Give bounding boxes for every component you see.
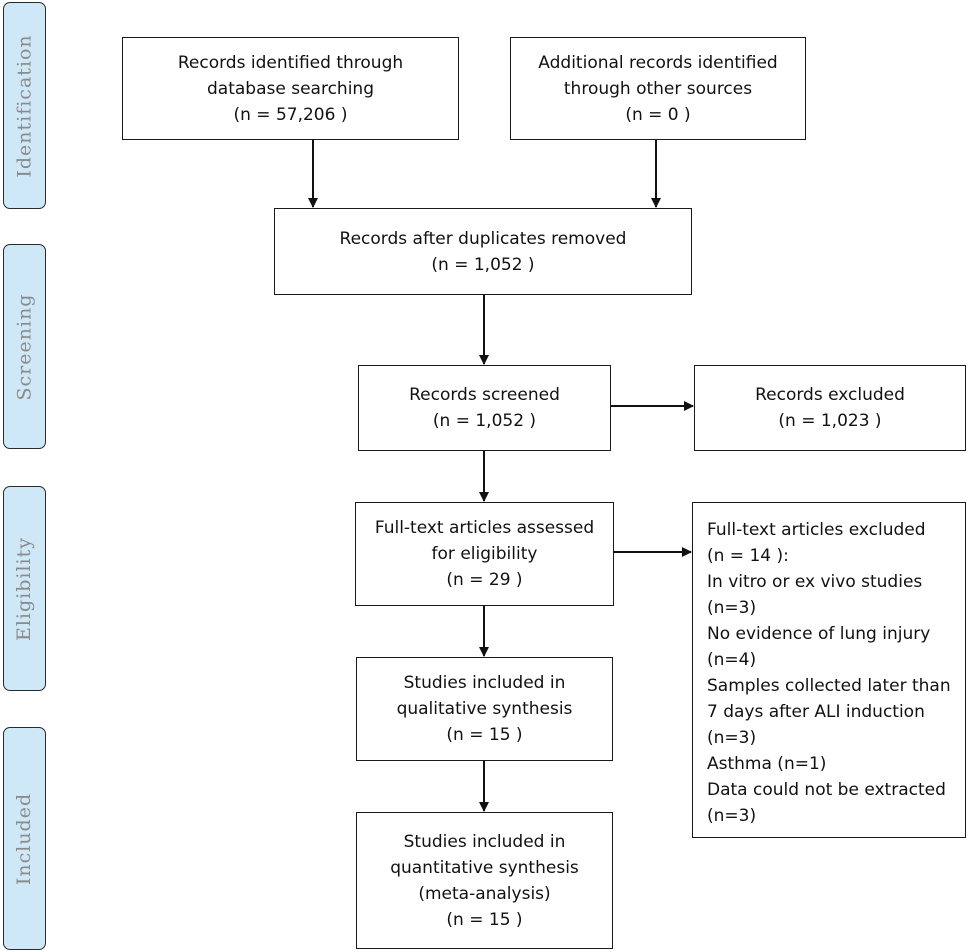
box-line: Studies included in xyxy=(403,673,566,693)
box-line: (n = 15 ) xyxy=(446,725,523,745)
box-line: (n = 57,206 ) xyxy=(233,104,348,125)
box-line: Records excluded xyxy=(755,385,905,405)
box-line: Full-text articles assessed xyxy=(374,518,595,538)
box-line: qualitative synthesis xyxy=(396,699,573,719)
box-line: database searching xyxy=(207,78,374,99)
records-screened-box: Records screened (n = 1,052 ) xyxy=(358,365,611,451)
box-line: Samples collected later than xyxy=(707,676,951,696)
box-line: (n = 29 ) xyxy=(446,570,523,590)
box-line: (n = 1,052 ) xyxy=(432,411,537,431)
box-line: Records after duplicates removed xyxy=(339,228,627,249)
phase-label-included: Included xyxy=(3,727,46,950)
box-line: Studies included in xyxy=(403,831,566,852)
phase-label-eligibility: Eligibility xyxy=(3,486,46,691)
box-line: (n=3) xyxy=(707,728,757,748)
box-line: (n = 1,023 ) xyxy=(778,411,882,431)
duplicates-removed-box: Records after duplicates removed (n = 1,… xyxy=(274,208,692,295)
phase-label-screening: Screening xyxy=(3,244,46,449)
box-line: (n = 14 ): xyxy=(707,546,789,566)
box-line: (n = 15 ) xyxy=(446,909,523,930)
box-line: Additional records identified xyxy=(538,52,778,73)
full-text-excluded-box: Full-text articles excluded (n = 14 ): I… xyxy=(692,502,966,838)
box-line: Records screened xyxy=(409,385,560,405)
box-line: No evidence of lung injury xyxy=(707,624,931,644)
qualitative-synthesis-box: Studies included in qualitative synthesi… xyxy=(356,657,613,761)
box-line: (n=3) xyxy=(707,806,757,826)
box-line: 7 days after ALI induction xyxy=(707,702,925,722)
box-line: Asthma (n=1) xyxy=(707,754,827,774)
records-other-sources-box: Additional records identified through ot… xyxy=(510,37,806,140)
box-line: (n = 0 ) xyxy=(625,104,691,125)
box-line: for eligibility xyxy=(431,544,538,564)
box-line: Records identified through xyxy=(177,52,404,73)
quantitative-synthesis-box: Studies included in quantitative synthes… xyxy=(356,812,613,949)
records-excluded-box: Records excluded (n = 1,023 ) xyxy=(694,365,966,451)
box-line: (n=3) xyxy=(707,598,757,618)
box-line: quantitative synthesis xyxy=(390,857,579,878)
box-line: through other sources xyxy=(563,78,753,99)
phase-label-identification: Identification xyxy=(3,2,46,209)
box-line: (n=4) xyxy=(707,650,757,670)
records-database-box: Records identified through database sear… xyxy=(122,37,459,140)
box-line: (meta-analysis) xyxy=(418,883,551,904)
box-line: In vitro or ex vivo studies xyxy=(707,572,923,592)
full-text-assessed-box: Full-text articles assessed for eligibil… xyxy=(355,502,614,606)
box-line: (n = 1,052 ) xyxy=(431,254,535,275)
box-line: Full-text articles excluded xyxy=(707,520,926,540)
box-line: Data could not be extracted xyxy=(707,780,946,800)
